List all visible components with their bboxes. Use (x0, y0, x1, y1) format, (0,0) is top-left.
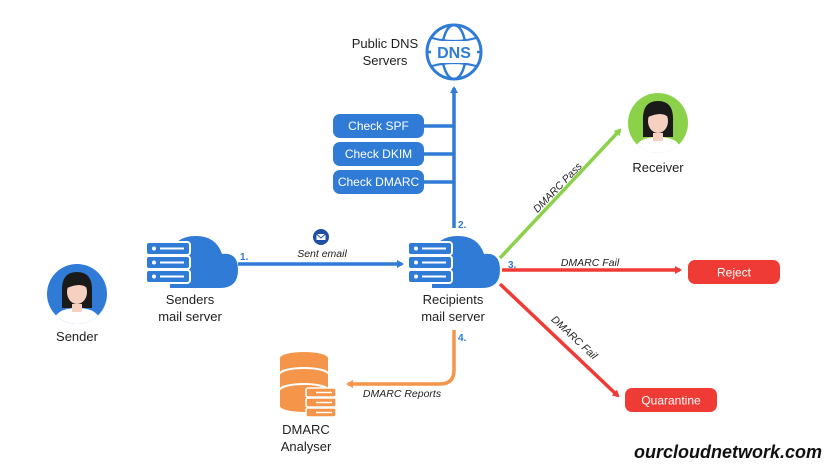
step-2-number: 2. (458, 220, 467, 231)
receiver-avatar-icon (628, 93, 688, 153)
dmarc-fail-quarantine-arrow (498, 282, 620, 398)
dmarc-pass-label: DMARC Pass (531, 160, 585, 215)
step-4-number: 4. (458, 333, 467, 344)
check-spf-label: Check SPF (348, 119, 409, 133)
sent-email-label: Sent email (297, 248, 347, 260)
check-spf-pill: Check SPF (333, 114, 424, 138)
dmarc-fail-reject-label: DMARC Fail (561, 257, 620, 269)
reject-pill: Reject (688, 260, 780, 284)
sender-label: Sender (56, 329, 99, 344)
recipients-server-icon (407, 236, 500, 288)
senders-server-icon (145, 236, 238, 288)
website-label: ourcloudnetwork.com (634, 442, 822, 462)
dns-badge-text: DNS (437, 45, 471, 62)
check-dkim-pill: Check DKIM (333, 142, 424, 166)
quarantine-pill: Quarantine (625, 388, 717, 412)
dmarc-reports-label: DMARC Reports (363, 388, 442, 400)
dmarc-pass-arrow (498, 128, 622, 260)
envelope-icon (313, 229, 329, 245)
check-dmarc-pill: Check DMARC (333, 170, 424, 194)
reject-label: Reject (717, 266, 752, 280)
step-3-number: 3. (508, 260, 517, 271)
check-dkim-label: Check DKIM (345, 147, 412, 161)
receiver-label: Receiver (632, 160, 684, 175)
step-1-number: 1. (240, 252, 249, 263)
dns-globe-icon: DNS (425, 23, 483, 81)
check-dmarc-label: Check DMARC (338, 175, 420, 189)
dmarc-reports-arrow (346, 330, 456, 388)
database-icon (279, 352, 337, 418)
sender-avatar-icon (47, 264, 107, 324)
quarantine-label: Quarantine (641, 394, 701, 408)
